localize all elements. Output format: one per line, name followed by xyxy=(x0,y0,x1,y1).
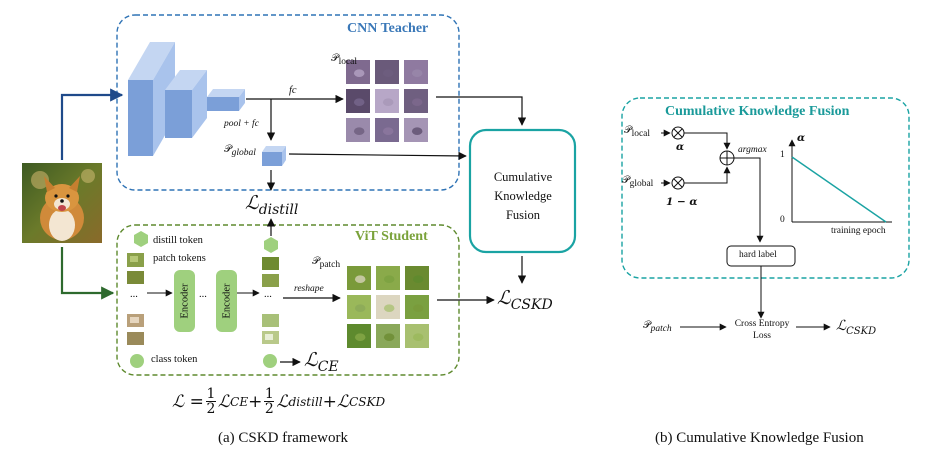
teacher-title: CNN Teacher xyxy=(347,21,429,36)
cnn-teacher-box xyxy=(116,14,460,191)
image-patch-detail xyxy=(412,333,424,342)
image-patch-detail xyxy=(411,69,423,78)
caption-b: (b) Cumulative Knowledge Fusion xyxy=(655,430,864,446)
image-patch-detail xyxy=(412,275,424,284)
fusion-box xyxy=(468,128,577,254)
p-local-label: 𝒫local xyxy=(331,53,358,68)
input-arrow-teacher xyxy=(60,88,124,160)
p-patch-grid xyxy=(347,266,429,348)
fp-p-global: 𝒫global xyxy=(622,175,654,190)
image-patch-detail xyxy=(383,275,395,284)
otimes-local xyxy=(671,126,685,140)
fp-one-minus-alpha: 1 − α xyxy=(666,196,698,208)
class-token-legend-icon xyxy=(130,354,144,368)
vit-student-box xyxy=(116,224,460,376)
otimes-global xyxy=(671,176,685,190)
ellipsis-mid: ... xyxy=(199,289,207,300)
image-patch-detail xyxy=(354,275,366,284)
fp-alpha: α xyxy=(676,141,685,153)
plot-y-top: 1 xyxy=(780,150,785,160)
fp-argmax: argmax xyxy=(738,145,767,155)
fusion-panel-title: Cumulative Knowledge Fusion xyxy=(665,104,850,119)
fp-hard-label: hard label xyxy=(739,250,777,260)
plot-y-axis-label: α xyxy=(797,132,806,144)
image-patch-detail xyxy=(411,98,423,107)
alpha-schedule-plot xyxy=(788,139,892,223)
image-patch-detail xyxy=(382,127,394,136)
patch-tokens-label: patch tokens xyxy=(153,253,206,264)
cnn-backbone xyxy=(128,42,286,166)
distill-token-legend-icon xyxy=(134,231,148,247)
distill-token-label: distill token xyxy=(153,235,203,246)
l-ce: ℒCE xyxy=(304,349,339,375)
class-token-out xyxy=(263,354,277,368)
class-token-label: class token xyxy=(151,354,198,365)
image-patch-detail xyxy=(354,304,366,313)
input-dog-image xyxy=(22,163,102,243)
fp-l-cskd: ℒCSKD xyxy=(836,318,877,337)
l-cskd: ℒCSKD xyxy=(497,287,553,313)
image-patch-detail xyxy=(383,304,395,313)
student-tokens xyxy=(127,231,279,368)
p-global-label: 𝒫global xyxy=(224,144,256,159)
image-patch-detail xyxy=(382,69,394,78)
encoder-block-1: Encoder xyxy=(174,270,195,332)
fp-p-patch: 𝒫patch xyxy=(643,320,672,335)
fc-label: fc xyxy=(289,85,297,96)
image-patch-detail xyxy=(412,304,424,313)
caption-a: (a) CSKD framework xyxy=(218,430,348,446)
fusion-box-text: Cumulative Knowledge Fusion xyxy=(493,170,553,222)
ellipsis-left: ... xyxy=(130,289,138,300)
input-arrow-student xyxy=(60,247,115,300)
image-patch-detail xyxy=(411,127,423,136)
p-patch-label: 𝒫patch xyxy=(312,256,341,271)
global-to-fusion-arrow xyxy=(288,151,467,161)
image-patch-detail xyxy=(353,127,365,136)
image-patch-detail xyxy=(382,98,394,107)
image-patch-detail xyxy=(353,69,365,78)
local-to-fusion-arrow xyxy=(436,96,527,126)
encoder-block-2: Encoder xyxy=(216,270,237,332)
image-patch-detail xyxy=(354,333,366,342)
fp-ce-loss: Cross Entropy Loss xyxy=(734,319,790,341)
argmax-arrow xyxy=(734,157,764,243)
distill-token-out xyxy=(264,237,278,253)
plot-x-label: training epoch xyxy=(831,226,886,236)
student-title: ViT Student xyxy=(355,229,428,244)
pool-fc-label: pool + fc xyxy=(224,119,259,129)
plot-y-zero: 0 xyxy=(780,215,785,225)
fusion-panel-box xyxy=(621,97,910,279)
p-local-patch-grid xyxy=(346,60,428,142)
ellipsis-right: ... xyxy=(264,289,272,300)
reshape-label: reshape xyxy=(294,284,324,294)
image-patch-detail xyxy=(383,333,395,342)
fp-p-local: 𝒫local xyxy=(624,125,651,140)
alpha-decay-line xyxy=(791,156,887,223)
oplus xyxy=(719,150,735,166)
l-distill: ℒdistill xyxy=(245,192,299,218)
image-patch-detail xyxy=(353,98,365,107)
